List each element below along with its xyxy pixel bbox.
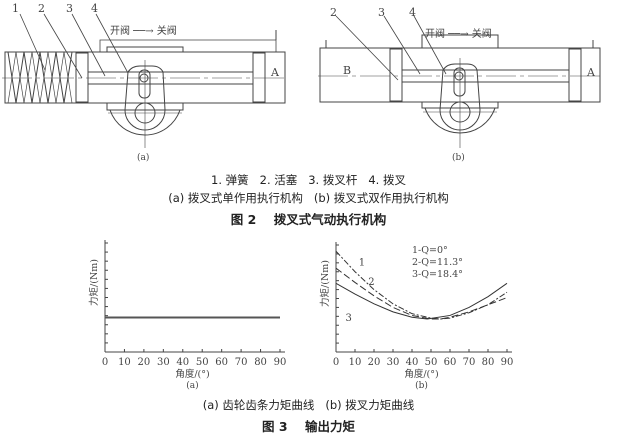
- label-2: 2: [38, 2, 45, 15]
- x-tick-label: 50: [425, 357, 438, 368]
- series-line-2: [335, 267, 508, 320]
- legend-entry: 2-Q=11.3°: [412, 257, 463, 268]
- piston-a: [75, 52, 89, 103]
- chart-sublabel: (a): [186, 380, 198, 391]
- legend-entry: 1-Q=0°: [412, 245, 448, 256]
- chart-0: 0 10 20 30 40 50 60 70 80 90 角度/(°)(a) 力矩/(Nm): [88, 240, 286, 391]
- x-tick-label: 60: [444, 357, 457, 368]
- chart-sublabel: (b): [415, 380, 428, 391]
- piston-a-right: [252, 52, 266, 103]
- piston-b-right: [568, 48, 582, 102]
- x-tick-label: 30: [387, 357, 400, 368]
- label-b-3: 3: [378, 6, 385, 19]
- label-b-2: 2: [330, 6, 337, 19]
- direction-b: 开阀 ──→ 关阀: [425, 27, 492, 40]
- x-tick-label: 40: [176, 357, 189, 368]
- piston-b-left: [389, 48, 403, 102]
- fork-b: [439, 63, 481, 131]
- series-line-3: [335, 282, 508, 320]
- x-tick-label: 70: [235, 357, 248, 368]
- x-tick-label: 20: [138, 357, 151, 368]
- figure2-title: 图 2 拨叉式气动执行机构: [230, 212, 387, 227]
- figure2-subcaption: (a) 拨叉式单作用执行机构 (b) 拨叉式双作用执行机构: [168, 191, 449, 205]
- label-b-4: 4: [409, 6, 416, 19]
- series-label: 2: [368, 277, 374, 288]
- actuator-b: [318, 15, 602, 148]
- x-tick-label: 70: [463, 357, 476, 368]
- x-tick-label: 80: [254, 357, 267, 368]
- series-line-1: [335, 250, 508, 320]
- figure2-legend: 1. 弹簧 2. 活塞 3. 拨叉杆 4. 拨叉: [211, 173, 406, 187]
- figure3-subcaption: (a) 齿轮齿条力矩曲线 (b) 拨叉力矩曲线: [202, 398, 415, 412]
- sublabel-a: (a): [137, 152, 149, 163]
- x-tick-label: 0: [102, 357, 108, 368]
- x-axis-label: 角度/(°): [175, 368, 209, 380]
- x-tick-label: 30: [157, 357, 170, 368]
- chart-1: 0 10 20 30 40 50 60 70 80 90 角度/(°)(b) 力矩/(Nm) 1-Q=0…: [319, 242, 513, 391]
- chamber-b-label: B: [343, 64, 351, 77]
- series-label: 3: [346, 313, 352, 324]
- y-axis-label: 力矩/(Nm): [88, 259, 100, 306]
- chamber-a-label-b: A: [586, 66, 596, 79]
- label-1: 1: [12, 2, 19, 15]
- x-axis-label: 角度/(°): [404, 368, 438, 380]
- series-label: 1: [359, 258, 365, 269]
- actuator-a: [2, 13, 288, 148]
- y-axis-label: 力矩/(Nm): [319, 260, 331, 307]
- x-tick-label: 20: [368, 357, 381, 368]
- figure3-title: 图 3 输出力矩: [262, 419, 355, 434]
- x-tick-label: 90: [501, 357, 514, 368]
- x-tick-label: 60: [215, 357, 228, 368]
- chamber-a-label: A: [270, 66, 280, 79]
- legend-entry: 3-Q=18.4°: [412, 269, 463, 280]
- sublabel-b: (b): [452, 152, 465, 163]
- x-tick-label: 40: [406, 357, 419, 368]
- label-4: 4: [91, 2, 98, 15]
- label-3: 3: [66, 2, 73, 15]
- x-tick-label: 80: [482, 357, 495, 368]
- spring: [7, 51, 73, 104]
- x-tick-label: 0: [333, 357, 339, 368]
- x-tick-label: 50: [196, 357, 209, 368]
- x-tick-label: 10: [118, 357, 131, 368]
- fork-a: [124, 65, 166, 131]
- x-tick-label: 10: [349, 357, 362, 368]
- x-tick-label: 90: [274, 357, 287, 368]
- direction-a: 开阀 ──→ 关阀: [110, 24, 177, 37]
